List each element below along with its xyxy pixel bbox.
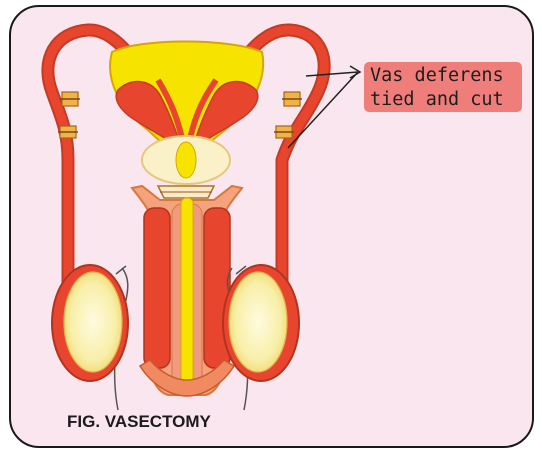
right-testis — [229, 272, 287, 372]
left-testis — [64, 272, 122, 372]
figure-title: FIG. VASECTOMY — [67, 412, 211, 432]
left-lower-ligature — [58, 126, 78, 138]
vas-deferens-callout: Vas deferens tied and cut — [364, 62, 522, 112]
urethra — [181, 198, 193, 384]
callout-line-2: tied and cut — [370, 88, 522, 112]
right-lower-ligature — [274, 126, 294, 138]
right-upper-ligature — [282, 92, 302, 106]
corpus-cavernosum-left — [144, 208, 170, 368]
left-upper-ligature — [60, 92, 80, 106]
callout-line-1: Vas deferens — [370, 64, 522, 88]
